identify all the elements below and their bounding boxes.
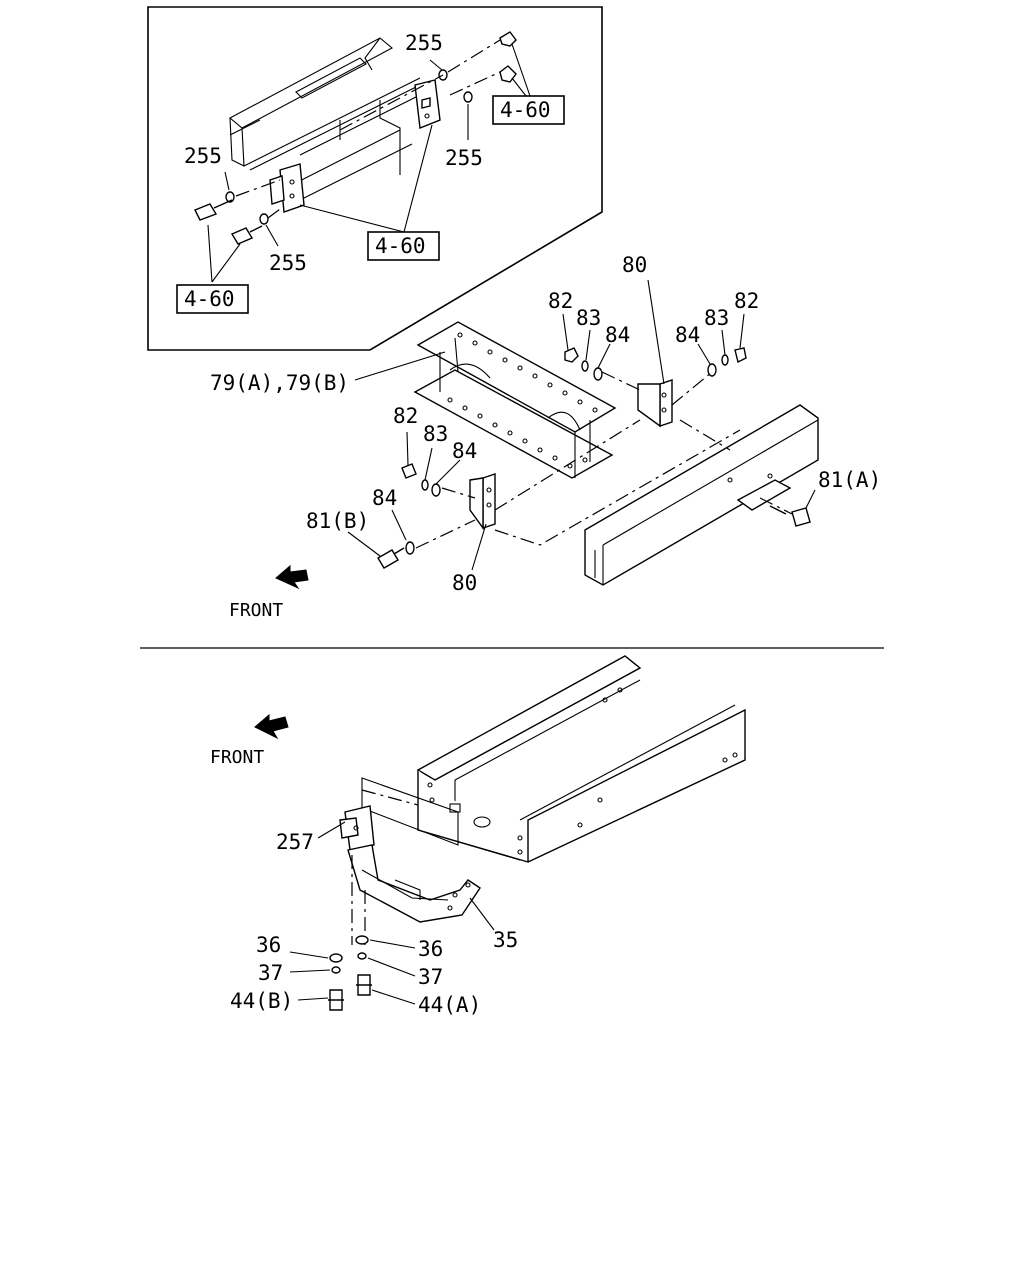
hanger-35 [347,844,481,923]
part-label-84: 84 [452,439,477,463]
inset-detail: 255 255 255 255 4-60 4-60 4-60 [147,6,603,351]
part-label-83: 83 [423,422,448,446]
washer-icon [593,367,603,381]
spring-washer-icon [421,479,429,491]
side-rail [584,404,819,586]
washer-icon [329,953,343,963]
bracket-257 [339,805,375,851]
part-label-257: 257 [276,830,314,854]
part-label-80: 80 [622,253,647,277]
part-label-35: 35 [493,928,518,952]
crossmember-holes [447,332,598,469]
nut-icon [734,347,747,364]
inset-border [147,6,603,351]
part-label-36: 36 [256,933,281,957]
part-label-84: 84 [675,323,700,347]
inset-label-255: 255 [445,146,483,170]
spring-washer-icon [357,952,367,960]
crossmember-79 [413,321,617,479]
ref-box-label: 4-60 [375,234,426,258]
washer-icon [355,935,369,945]
part-label-83: 83 [704,306,729,330]
ref-box [176,284,249,314]
bolt-icon [230,225,263,245]
inset-label-255: 255 [269,251,307,275]
plate-257 [361,777,459,846]
part-label-79: 79(A),79(B) [210,371,349,395]
frame-rails [416,655,746,863]
bracket-80-upper [637,379,673,428]
part-label-81a: 81(A) [818,468,881,492]
front-label: FRONT [210,747,264,768]
part-label-44a: 44(A) [418,993,481,1017]
bolt-icon [377,547,405,569]
washer-icon [707,363,717,377]
part-label-37: 37 [258,961,283,985]
front-arrow-icon [275,564,309,590]
washer-icon [259,213,269,225]
inset-bracket-upper [414,79,441,129]
ref-box-label: 4-60 [184,287,235,311]
washer-icon [463,91,473,103]
part-label-83: 83 [576,306,601,330]
nut-icon [499,31,517,47]
inset-frame-rail [229,37,421,201]
washer-icon [405,541,415,555]
part-label-81b: 81(B) [306,509,369,533]
part-label-82: 82 [548,289,573,313]
crossmember-assembly: 79(A),79(B) 80 80 82 83 84 82 83 84 82 8… [210,253,881,621]
part-label-36: 36 [418,937,443,961]
bracket-80-lower [469,473,496,531]
bolt-icon [769,505,811,527]
part-label-37: 37 [418,965,443,989]
nut-icon [401,463,417,479]
hanger-assembly: 257 35 36 36 37 37 44(B) 44(A) FRONT [210,655,746,1017]
bolt-icon [194,199,233,221]
ref-box [367,231,440,261]
nut-icon [564,347,579,363]
washer-icon [431,483,441,497]
front-label: FRONT [229,600,283,621]
part-label-84: 84 [605,323,630,347]
spring-washer-icon [581,360,589,372]
inset-label-255: 255 [405,31,443,55]
bolt-icon [328,989,344,1011]
ref-box [492,95,565,125]
spring-washer-icon [721,354,729,366]
part-label-82: 82 [393,404,418,428]
ref-box-label: 4-60 [500,98,551,122]
bolt-icon [356,974,372,996]
inset-label-255: 255 [184,144,222,168]
inset-bracket-lower [269,163,305,213]
washer-icon [225,191,235,203]
spring-washer-icon [331,966,341,974]
front-arrow-icon [254,713,289,740]
part-label-84: 84 [372,486,397,510]
part-label-44b: 44(B) [230,989,293,1013]
part-label-80: 80 [452,571,477,595]
part-label-82: 82 [734,289,759,313]
